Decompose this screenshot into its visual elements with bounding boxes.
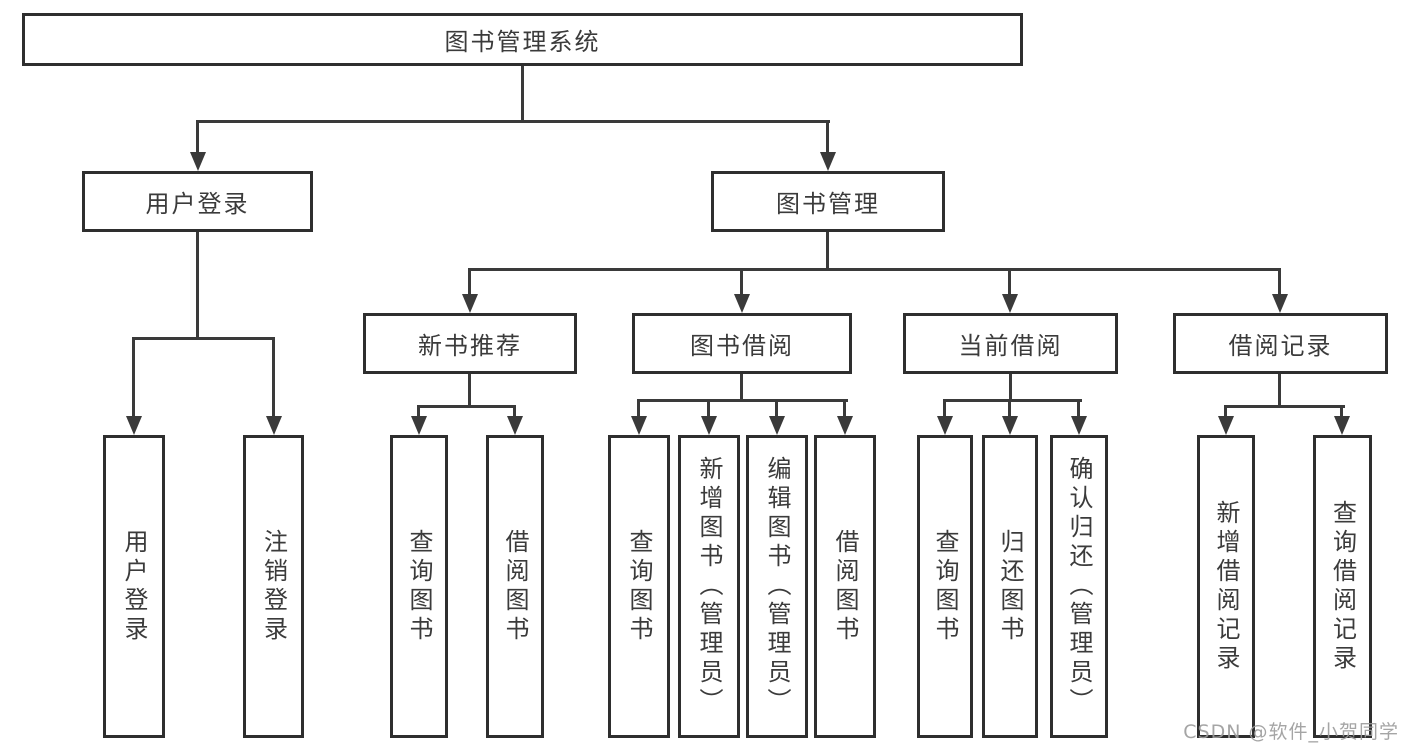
connector-line-vertical	[1278, 374, 1281, 405]
leaf-return-books: 归还图书	[982, 435, 1038, 738]
connector-line-vertical	[843, 399, 846, 417]
leaf-query-books-recommend: 查询图书	[390, 435, 448, 738]
connector-line-horizontal	[943, 399, 1082, 402]
node-label: 图书借阅	[690, 332, 794, 360]
connector-line-vertical	[740, 374, 743, 399]
connector-line-vertical	[1340, 405, 1343, 417]
arrow-down-icon	[1218, 416, 1234, 435]
arrow-down-icon	[507, 416, 523, 435]
connector-line-vertical	[132, 337, 135, 417]
arrow-down-icon	[1334, 416, 1350, 435]
arrow-down-icon	[769, 416, 785, 435]
node-label: 注销登录	[259, 528, 288, 645]
node-label: 新增借阅记录	[1212, 499, 1240, 674]
node-label: 图书管理	[776, 190, 880, 218]
node-borrowing-records: 借阅记录	[1173, 313, 1388, 374]
connector-line-vertical	[513, 405, 516, 417]
leaf-query-books-borrowing: 查询图书	[608, 435, 670, 738]
leaf-borrow-books-recommend: 借阅图书	[486, 435, 544, 738]
connector-line-vertical	[521, 66, 524, 120]
connector-line-vertical	[943, 399, 946, 417]
arrow-down-icon	[1272, 294, 1288, 313]
leaf-logout: 注销登录	[243, 435, 304, 738]
leaf-query-borrow-record: 查询借阅记录	[1313, 435, 1372, 738]
connector-line-vertical	[637, 399, 640, 417]
connector-line-vertical	[468, 374, 471, 405]
arrow-down-icon	[631, 416, 647, 435]
arrow-down-icon	[462, 294, 478, 313]
leaf-user-login: 用户登录	[103, 435, 165, 738]
connector-line-vertical	[196, 120, 199, 154]
leaf-query-books-current: 查询图书	[917, 435, 973, 738]
arrow-down-icon	[837, 416, 853, 435]
node-label: 编辑图书（管理员）	[763, 456, 791, 717]
connector-line-horizontal	[468, 268, 1281, 271]
connector-line-vertical	[1008, 268, 1011, 296]
connector-line-vertical	[707, 399, 710, 417]
leaf-edit-books-admin: 编辑图书（管理员）	[746, 435, 808, 738]
node-current-borrowing: 当前借阅	[903, 313, 1118, 374]
arrow-down-icon	[734, 294, 750, 313]
arrow-down-icon	[701, 416, 717, 435]
node-new-book-recommendation: 新书推荐	[363, 313, 577, 374]
connector-line-vertical	[1009, 374, 1012, 399]
connector-line-vertical	[272, 337, 275, 417]
leaf-confirm-return-admin: 确认归还（管理员）	[1050, 435, 1108, 738]
node-label: 借阅图书	[831, 528, 859, 645]
connector-line-vertical	[468, 268, 471, 296]
connector-line-horizontal	[417, 405, 516, 408]
connector-line-horizontal	[637, 399, 848, 402]
connector-line-horizontal	[132, 337, 275, 340]
connector-line-vertical	[826, 120, 829, 154]
node-label: 借阅图书	[501, 528, 529, 645]
node-label: 图书管理系统	[444, 28, 601, 56]
arrow-down-icon	[266, 416, 282, 435]
node-label: 用户登录	[145, 190, 250, 218]
node-label: 借阅记录	[1228, 332, 1333, 360]
node-label: 查询图书	[405, 528, 433, 645]
node-label: 新书推荐	[418, 332, 522, 360]
arrow-down-icon	[1002, 294, 1018, 313]
connector-line-vertical	[1077, 399, 1080, 417]
connector-line-vertical	[196, 232, 199, 337]
arrow-down-icon	[937, 416, 953, 435]
node-label: 当前借阅	[958, 332, 1063, 360]
connector-line-horizontal	[196, 120, 830, 123]
arrow-down-icon	[411, 416, 427, 435]
connector-line-vertical	[775, 399, 778, 417]
node-label: 确认归还（管理员）	[1065, 456, 1093, 717]
watermark: CSDN @软件_小贺同学	[1183, 721, 1399, 743]
connector-line-vertical	[1008, 399, 1011, 417]
arrow-down-icon	[190, 152, 206, 171]
node-label: 用户登录	[120, 528, 148, 645]
connector-line-horizontal	[1224, 405, 1345, 408]
node-library-management-system: 图书管理系统	[22, 13, 1023, 66]
leaf-add-books-admin: 新增图书（管理员）	[678, 435, 740, 738]
node-label: 查询借阅记录	[1328, 499, 1357, 674]
leaf-borrow-books: 借阅图书	[814, 435, 876, 738]
node-book-management: 图书管理	[711, 171, 945, 232]
arrow-down-icon	[820, 152, 836, 171]
connector-line-vertical	[1224, 405, 1227, 417]
connector-line-vertical	[740, 268, 743, 296]
node-label: 归还图书	[996, 528, 1024, 645]
connector-line-vertical	[826, 232, 829, 268]
arrow-down-icon	[1071, 416, 1087, 435]
node-book-borrowing: 图书借阅	[632, 313, 852, 374]
leaf-add-borrow-record: 新增借阅记录	[1197, 435, 1255, 738]
connector-line-vertical	[417, 405, 420, 417]
connector-line-vertical	[1278, 268, 1281, 296]
node-label: 查询图书	[931, 528, 959, 645]
node-user-login-branch: 用户登录	[82, 171, 313, 232]
node-label: 新增图书（管理员）	[695, 456, 723, 717]
arrow-down-icon	[126, 416, 142, 435]
arrow-down-icon	[1002, 416, 1018, 435]
node-label: 查询图书	[625, 528, 653, 645]
